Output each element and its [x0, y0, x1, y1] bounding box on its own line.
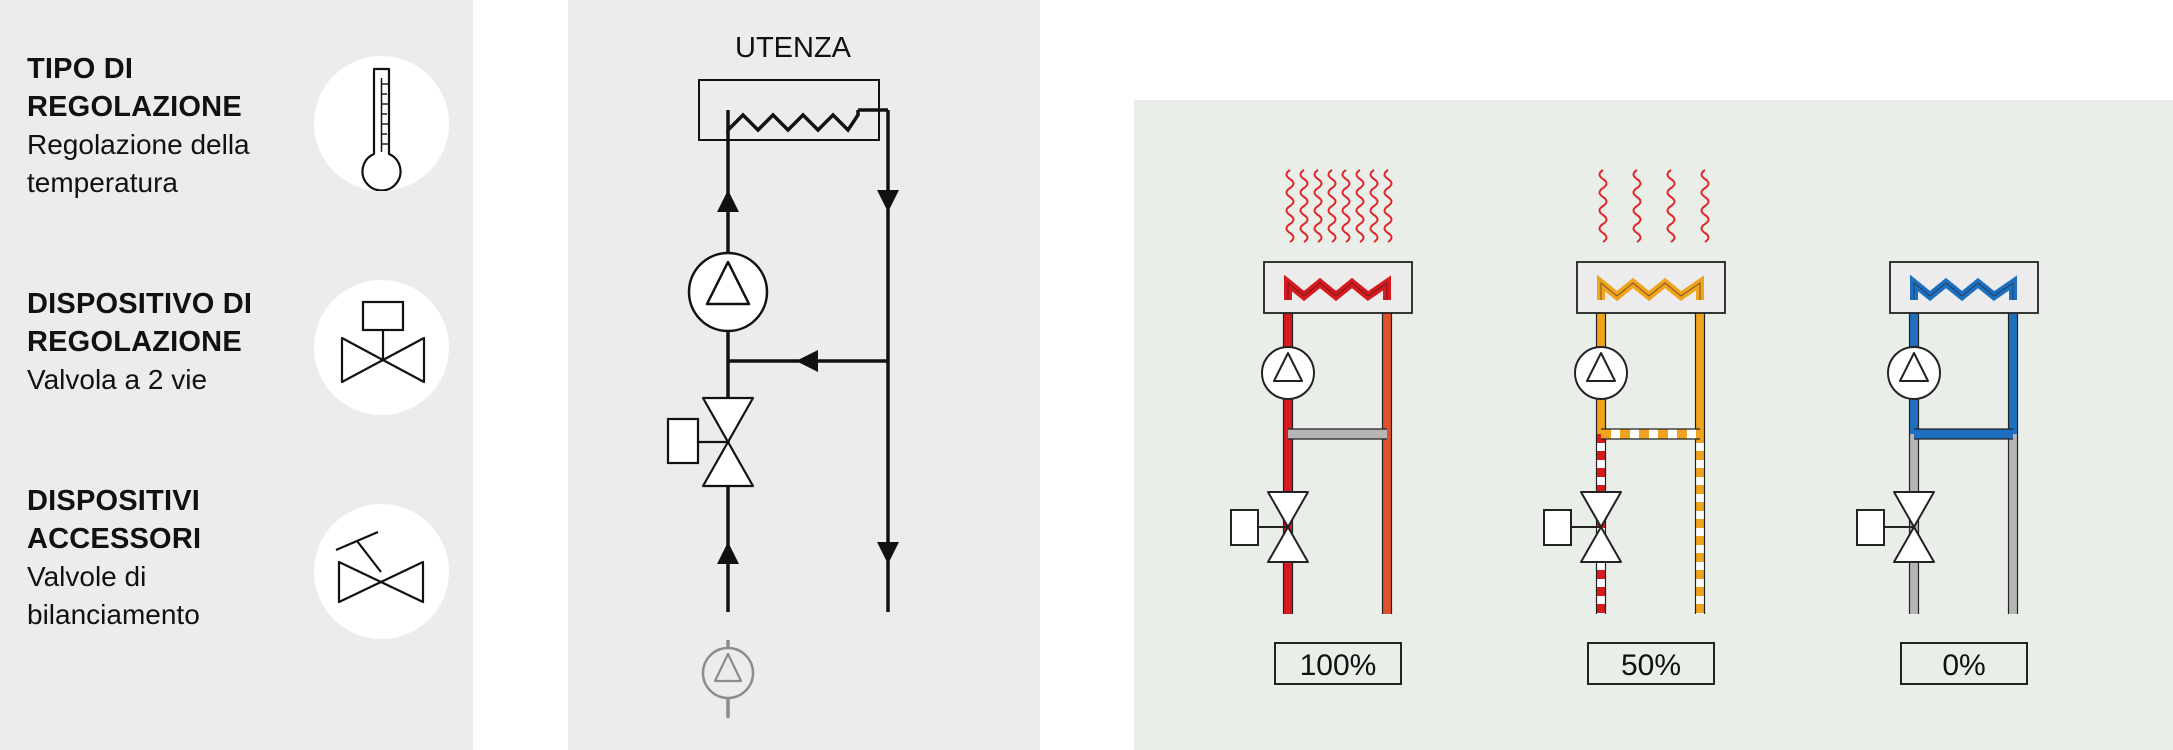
hydraulic-scheme-panel: UTENZA [568, 0, 1040, 750]
heat-wave [1341, 169, 1351, 243]
two-way-valve-icon [1580, 491, 1622, 528]
heat-wave [1327, 169, 1337, 243]
regulation-device-block: DISPOSITIVO DI REGOLAZIONE Valvola a 2 v… [27, 285, 297, 399]
valve-lower-triangle [1580, 526, 1622, 563]
heat-wave [1299, 169, 1309, 243]
heat-wave [1369, 169, 1379, 243]
balancing-valve-icon [314, 504, 449, 639]
state-diagram-2: 0% [1856, 261, 2039, 685]
utenza-label: UTENZA [735, 32, 852, 64]
regulation-type-title: TIPO DI REGOLAZIONE [27, 53, 242, 123]
flow-arrow-down-lower [877, 542, 899, 564]
heat-exchanger-coil [726, 110, 860, 135]
heat-wave [1598, 169, 1608, 243]
regulation-type-block: TIPO DI REGOLAZIONE Regolazione della te… [27, 50, 297, 202]
percent-box [1587, 642, 1715, 685]
thermometer-icon [314, 56, 449, 191]
regulation-device-title: DISPOSITIVO DI REGOLAZIONE [27, 288, 253, 358]
heat-wave [1632, 169, 1642, 243]
valve-actuator [1543, 509, 1572, 546]
operating-states-panel: 100% 50% 0% [1134, 100, 2173, 750]
valve-actuator [1230, 509, 1259, 546]
heat-wave [1355, 169, 1365, 243]
valve-lower-triangle [1893, 526, 1935, 563]
valve-actuator [1856, 509, 1885, 546]
two-way-valve-icon [666, 396, 755, 488]
state-diagram-0: 100% [1230, 169, 1413, 685]
heat-wave [1666, 169, 1676, 243]
percent-label: 0% [1942, 649, 1985, 682]
accessory-devices-block: DISPOSITIVI ACCESSORI Valvole di bilanci… [27, 482, 297, 634]
hydraulic-scheme-diagram: UTENZA [666, 32, 899, 718]
accessory-devices-title: DISPOSITIVI ACCESSORI [27, 485, 202, 555]
flow-arrow-down [877, 190, 899, 212]
accessory-devices-value: Valvole di bilanciamento [27, 561, 200, 630]
heat-wave [1700, 169, 1710, 243]
two-way-valve-icon [314, 280, 449, 415]
regulation-type-value: Regolazione della temperatura [27, 129, 250, 198]
flow-arrow-up [717, 190, 739, 212]
two-way-valve-icon [1893, 491, 1935, 528]
primary-pump-icon [701, 640, 755, 718]
percent-label: 50% [1621, 649, 1681, 682]
heat-wave [1313, 169, 1323, 243]
regulation-device-value: Valvola a 2 vie [27, 364, 208, 395]
circulation-pump-icon [687, 251, 769, 333]
pump-triangle [1586, 352, 1616, 382]
state-diagram-1: 50% [1543, 169, 1726, 685]
pump-triangle [1899, 352, 1929, 382]
percent-label: 100% [1300, 649, 1377, 682]
bypass-flow-arrow [796, 350, 818, 372]
percent-box [1900, 642, 2028, 685]
legend-panel: TIPO DI REGOLAZIONE Regolazione della te… [0, 0, 473, 750]
two-way-valve-icon [1267, 491, 1309, 528]
flow-arrow-up-lower [717, 542, 739, 564]
heat-wave [1285, 169, 1295, 243]
valve-lower-triangle [1267, 526, 1309, 563]
percent-box [1274, 642, 1402, 685]
operating-states-diagram: 100% 50% 0% [1230, 169, 2039, 685]
heat-wave [1383, 169, 1393, 243]
pump-triangle [1273, 352, 1303, 382]
